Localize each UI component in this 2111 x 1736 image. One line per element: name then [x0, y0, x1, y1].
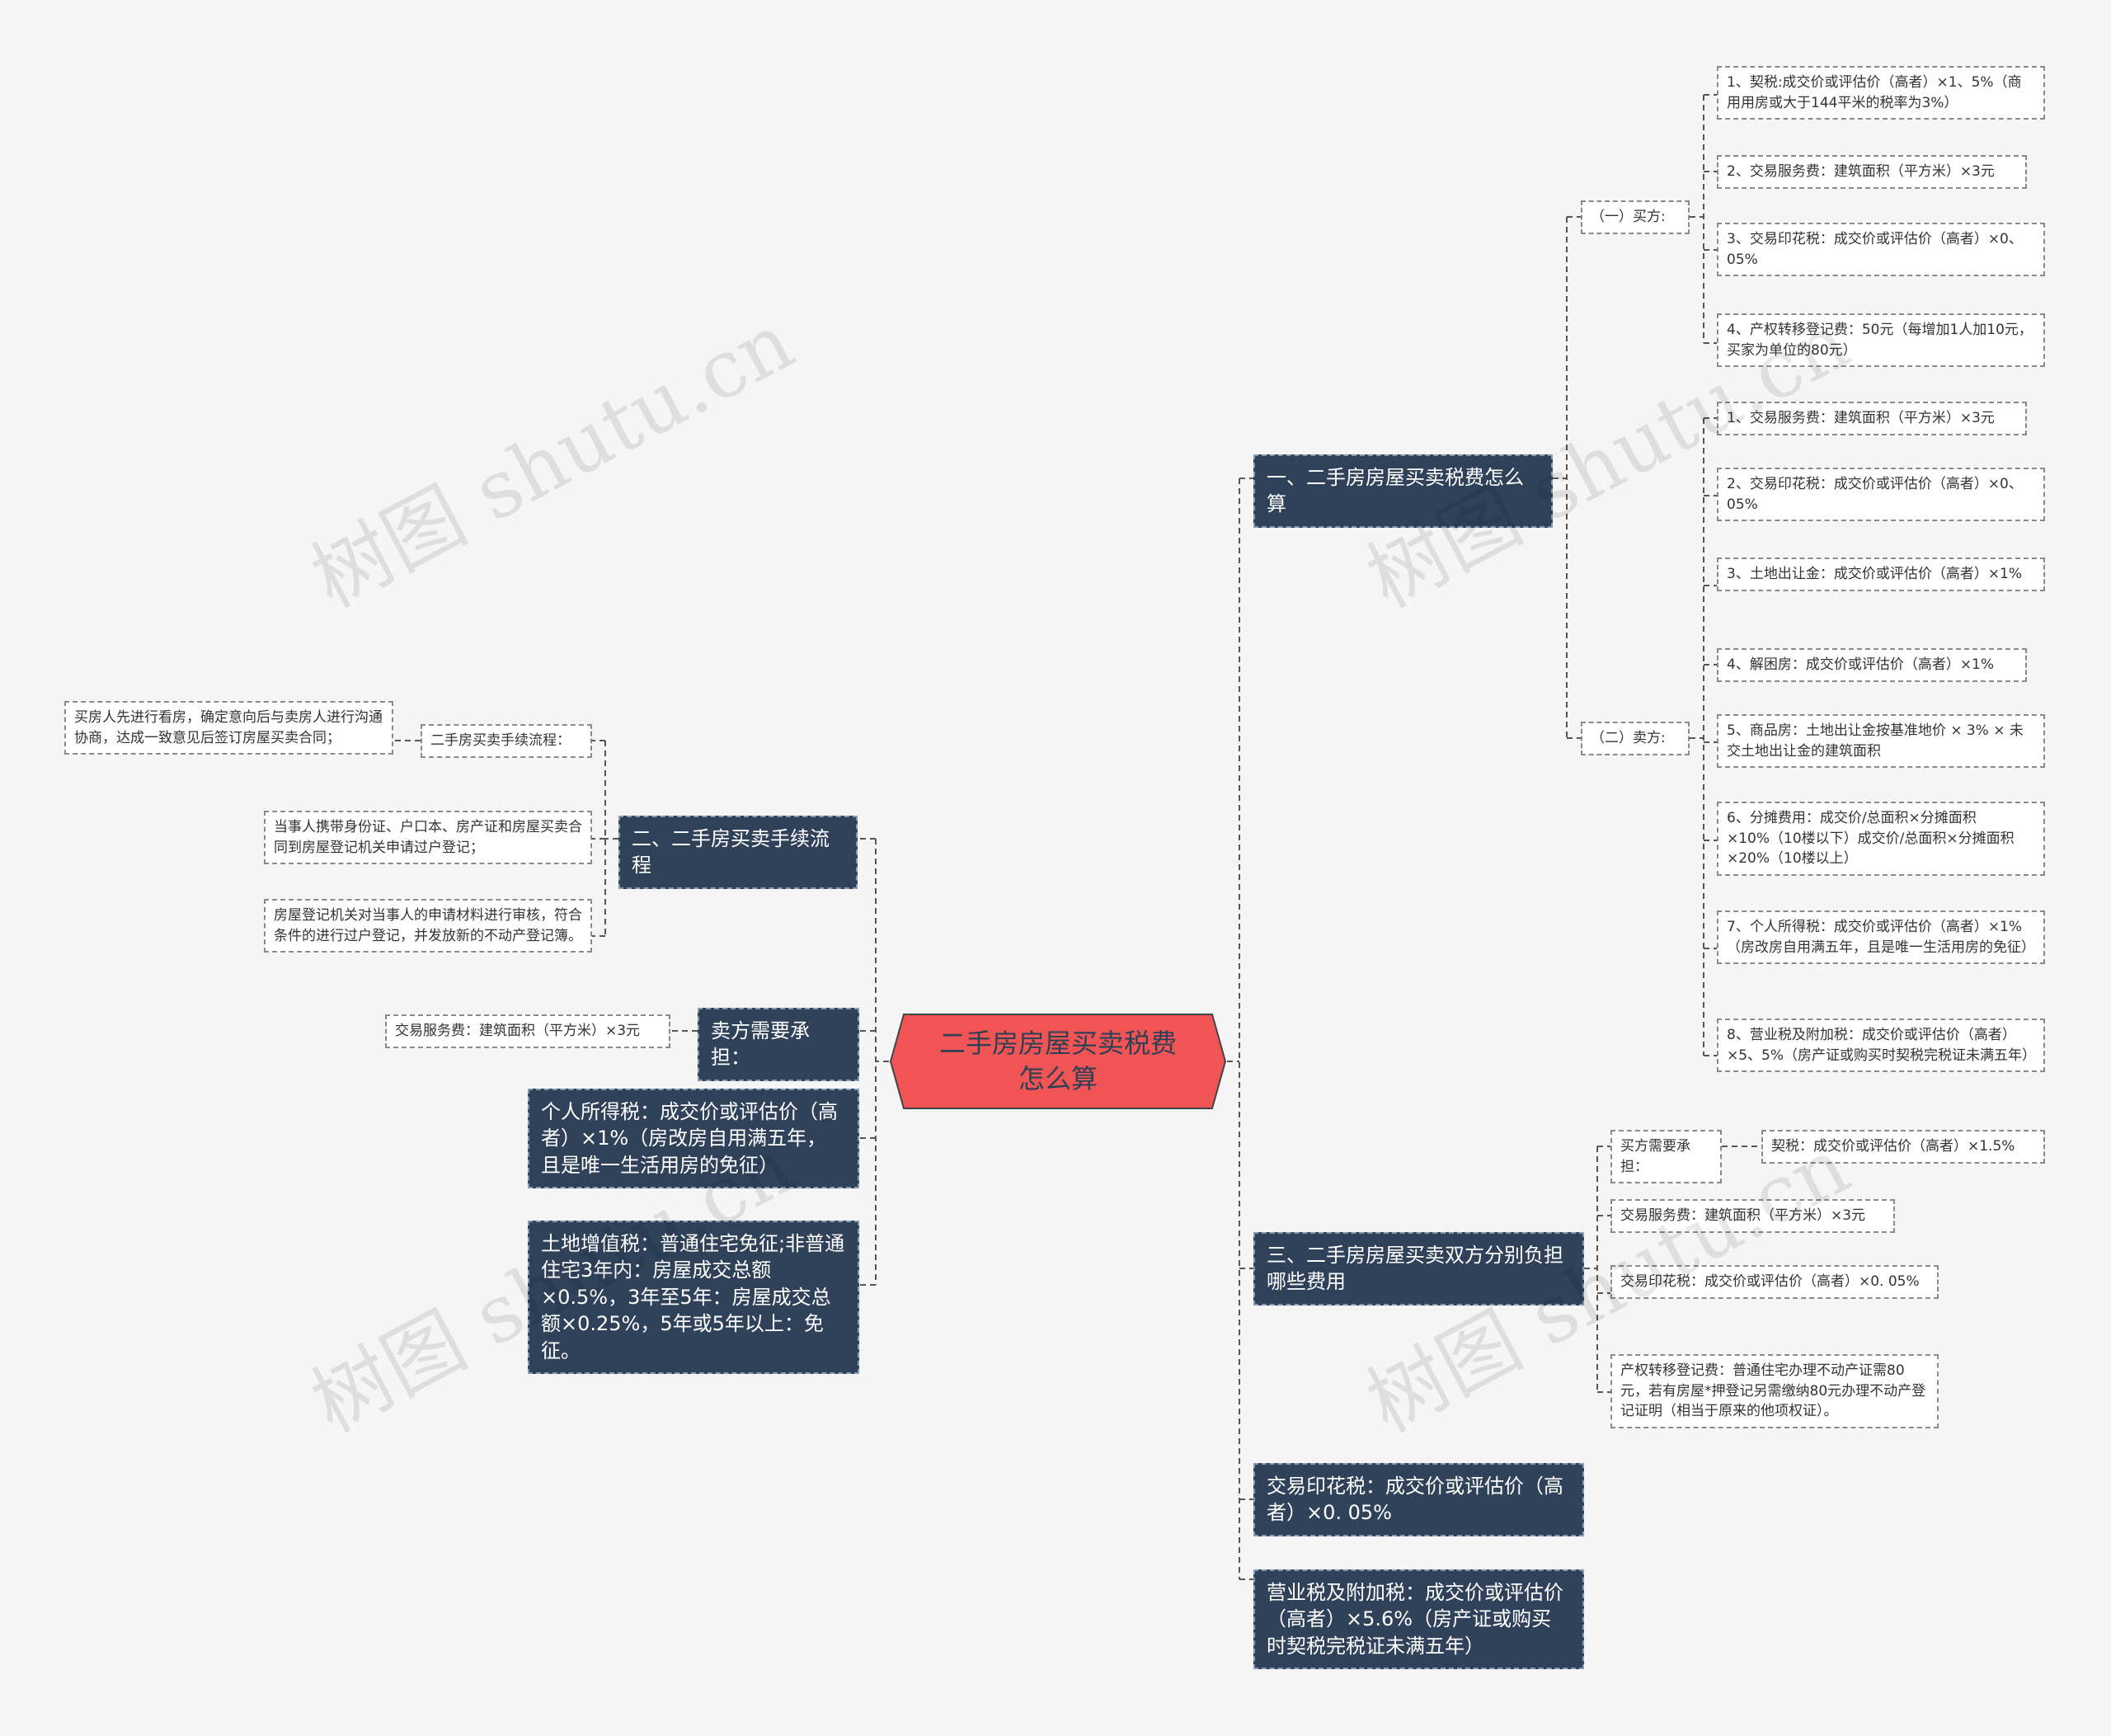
b3-item-text: 产权转移登记费：普通住宅办理不动产证需80元，若有房屋*押登记另需缴纳80元办理…	[1620, 1362, 1926, 1420]
procedure-step-text: 买房人先进行看房，确定意向后与卖房人进行沟通协商，达成一致意见后签订房屋买卖合同…	[74, 709, 383, 746]
branch-title: 营业税及附加税：成交价或评估价（高者）×5.6%（房产证或购买时契税完税证未满五…	[1267, 1581, 1563, 1658]
seller-item-text: 2、交易印花税：成交价或评估价（高者）×0、05%	[1727, 476, 2023, 513]
buyer-item[interactable]: 1、契税:成交价或评估价（高者）×1、5%（商用用房或大于144平米的税率为3%…	[1717, 66, 2045, 120]
procedure-label[interactable]: 二手房买卖手续流程：	[421, 724, 592, 758]
branch-stamp-tax[interactable]: 交易印花税：成交价或评估价（高者）×0. 05%	[1253, 1463, 1584, 1536]
branch-title: 一、二手房房屋买卖税费怎么算	[1267, 466, 1524, 516]
seller-item-text: 7、个人所得税：成交价或评估价（高者）×1%（房改房自用满五年，且是唯一生活用房…	[1727, 919, 2035, 956]
procedure-step-text: 当事人携带身份证、户口本、房产证和房屋买卖合同到房屋登记机关申请过户登记；	[274, 819, 582, 856]
procedure-step[interactable]: 房屋登记机关对当事人的申请材料进行审核，符合条件的进行过户登记，并发放新的不动产…	[264, 899, 592, 953]
branch-land-tax[interactable]: 土地增值税：普通住宅免征;非普通住宅3年内：房屋成交总额×0.5%，3年至5年：…	[528, 1221, 859, 1374]
branch-business-tax[interactable]: 营业税及附加税：成交价或评估价（高者）×5.6%（房产证或购买时契税完税证未满五…	[1253, 1569, 1584, 1670]
procedure-step[interactable]: 当事人携带身份证、户口本、房产证和房屋买卖合同到房屋登记机关申请过户登记；	[264, 811, 592, 865]
branch-title: 卖方需要承担：	[711, 1019, 810, 1070]
seller-item[interactable]: 2、交易印花税：成交价或评估价（高者）×0、05%	[1717, 468, 2045, 522]
branch-fee-split[interactable]: 三、二手房房屋买卖双方分别负担哪些费用	[1253, 1232, 1584, 1306]
seller-item-text: 5、商品房：土地出让金按基准地价 × 3% × 未交土地出让金的建筑面积	[1727, 722, 2024, 760]
seller-item-text: 6、分摊费用：成交价/总面积×分摊面积×10%（10楼以下）成交价/总面积×分摊…	[1727, 810, 2015, 868]
seller-item[interactable]: 1、交易服务费：建筑面积（平方米）×3元	[1717, 402, 2027, 435]
branch-tax-calculation[interactable]: 一、二手房房屋买卖税费怎么算	[1253, 454, 1553, 528]
branch-income-tax[interactable]: 个人所得税：成交价或评估价（高者）×1%（房改房自用满五年，且是唯一生活用房的免…	[528, 1089, 859, 1189]
buyer-item-text: 2、交易服务费：建筑面积（平方米）×3元	[1727, 163, 1995, 180]
buyer-item[interactable]: 4、产权转移登记费：50元（每增加1人加10元，买家为单位的80元）	[1717, 313, 2045, 368]
buyer-item[interactable]: 3、交易印花税：成交价或评估价（高者）×0、05%	[1717, 223, 2045, 277]
b3-item-text: 交易服务费：建筑面积（平方米）×3元	[1620, 1207, 1866, 1224]
seller-item-text: 4、解困房：成交价或评估价（高者）×1%	[1727, 656, 1995, 673]
buyer-label[interactable]: （一）买方:	[1581, 200, 1690, 234]
buyer-item-text: 1、契税:成交价或评估价（高者）×1、5%（商用用房或大于144平米的税率为3%…	[1727, 74, 2022, 111]
seller-item[interactable]: 3、土地出让金：成交价或评估价（高者）×1%	[1717, 557, 2045, 591]
seller-item-text: 1、交易服务费：建筑面积（平方米）×3元	[1727, 410, 1995, 426]
seller-burden-item[interactable]: 交易服务费：建筑面积（平方米）×3元	[385, 1014, 670, 1048]
branch-title: 交易印花税：成交价或评估价（高者）×0. 05%	[1267, 1475, 1563, 1525]
seller-item[interactable]: 6、分摊费用：成交价/总面积×分摊面积×10%（10楼以下）成交价/总面积×分摊…	[1717, 802, 2045, 876]
seller-label-text: （二）卖方:	[1591, 730, 1666, 746]
procedure-label-text: 二手房买卖手续流程：	[430, 732, 571, 749]
b3-buyer-label-text: 买方需要承担：	[1620, 1138, 1690, 1175]
branch-procedure[interactable]: 二、二手房买卖手续流程	[618, 816, 858, 889]
b3-buyer-item[interactable]: 契税：成交价或评估价（高者）×1.5%	[1761, 1130, 2045, 1164]
seller-item[interactable]: 5、商品房：土地出让金按基准地价 × 3% × 未交土地出让金的建筑面积	[1717, 714, 2045, 769]
seller-label[interactable]: （二）卖方:	[1581, 722, 1690, 755]
procedure-step[interactable]: 买房人先进行看房，确定意向后与卖房人进行沟通协商，达成一致意见后签订房屋买卖合同…	[64, 701, 393, 755]
b3-buyer-label[interactable]: 买方需要承担：	[1610, 1130, 1722, 1184]
seller-item-text: 8、营业税及附加税：成交价或评估价（高者）×5、5%（房产证或购买时契税完税证未…	[1727, 1027, 2037, 1064]
b3-item-text: 交易印花税：成交价或评估价（高者）×0. 05%	[1620, 1273, 1920, 1290]
root-title: 二手房房屋买卖税费怎么算	[938, 1027, 1177, 1094]
b3-buyer-item-text: 契税：成交价或评估价（高者）×1.5%	[1771, 1138, 2015, 1155]
root-shape	[889, 1014, 1227, 1109]
branch-title: 个人所得税：成交价或评估价（高者）×1%（房改房自用满五年，且是唯一生活用房的免…	[541, 1100, 838, 1177]
branch-title: 二、二手房买卖手续流程	[632, 827, 830, 877]
seller-burden-item-text: 交易服务费：建筑面积（平方米）×3元	[395, 1023, 641, 1039]
buyer-label-text: （一）买方:	[1591, 209, 1666, 225]
procedure-step-text: 房屋登记机关对当事人的申请材料进行审核，符合条件的进行过户登记，并发放新的不动产…	[274, 907, 582, 944]
branch-title: 土地增值税：普通住宅免征;非普通住宅3年内：房屋成交总额×0.5%，3年至5年：…	[541, 1232, 845, 1362]
seller-item[interactable]: 7、个人所得税：成交价或评估价（高者）×1%（房改房自用满五年，且是唯一生活用房…	[1717, 910, 2045, 965]
buyer-item[interactable]: 2、交易服务费：建筑面积（平方米）×3元	[1717, 155, 2027, 189]
seller-item[interactable]: 8、营业税及附加税：成交价或评估价（高者）×5、5%（房产证或购买时契税完税证未…	[1717, 1019, 2045, 1073]
branch-title: 三、二手房房屋买卖双方分别负担哪些费用	[1267, 1244, 1563, 1294]
buyer-item-text: 3、交易印花税：成交价或评估价（高者）×0、05%	[1727, 231, 2023, 268]
seller-item[interactable]: 4、解困房：成交价或评估价（高者）×1%	[1717, 648, 2027, 682]
b3-item[interactable]: 交易服务费：建筑面积（平方米）×3元	[1610, 1199, 1895, 1233]
b3-item[interactable]: 交易印花税：成交价或评估价（高者）×0. 05%	[1610, 1265, 1939, 1299]
b3-item[interactable]: 产权转移登记费：普通住宅办理不动产证需80元，若有房屋*押登记另需缴纳80元办理…	[1610, 1354, 1939, 1428]
root-node[interactable]: 二手房房屋买卖税费怎么算	[889, 1013, 1227, 1110]
buyer-item-text: 4、产权转移登记费：50元（每增加1人加10元，买家为单位的80元）	[1727, 322, 2033, 359]
branch-seller-burden[interactable]: 卖方需要承担：	[698, 1008, 859, 1081]
seller-item-text: 3、土地出让金：成交价或评估价（高者）×1%	[1727, 566, 2023, 582]
